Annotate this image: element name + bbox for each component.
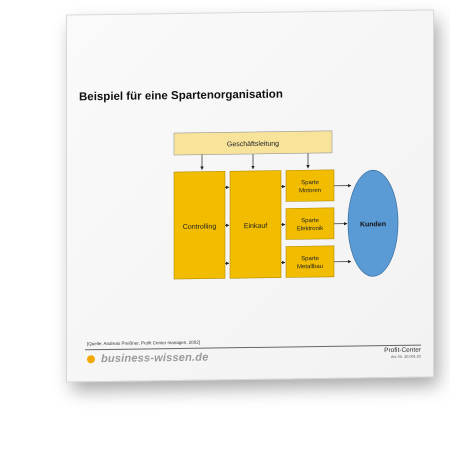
org-chart: Geschäftsleitung Controlling Einkauf Spa… — [173, 130, 399, 280]
division-motors-label-2: Motoren — [299, 188, 321, 194]
division-motors-box — [285, 169, 335, 202]
purchasing-box — [229, 170, 282, 279]
purchasing-label: Einkauf — [244, 223, 267, 230]
division-electronics-label-2: Elektronik — [297, 226, 324, 232]
customers-label: Kunden — [360, 221, 386, 228]
article-number: Art.-Nr. 30.091.02 — [391, 354, 421, 360]
division-electronics-box — [285, 207, 335, 240]
document-category: Profit-Center — [384, 346, 421, 355]
customers-ellipse — [347, 169, 399, 277]
division-electronics-label-1: Sparte — [301, 218, 319, 224]
document-page: Beispiel für eine Spartenorganisation Ge… — [66, 9, 434, 383]
division-motors-label-1: Sparte — [301, 180, 319, 186]
controlling-label: Controlling — [183, 223, 217, 230]
controlling-box — [173, 171, 226, 280]
division-metal-label-1: Sparte — [301, 256, 319, 262]
brand-logo: business-wissen.de — [87, 352, 209, 366]
logo-dot-icon — [87, 355, 95, 364]
division-metal-label-2: Metallbau — [297, 264, 323, 270]
management-label: Geschäftsleitung — [227, 141, 279, 149]
logo-text: business-wissen.de — [101, 351, 209, 366]
division-metal-box — [285, 245, 335, 278]
